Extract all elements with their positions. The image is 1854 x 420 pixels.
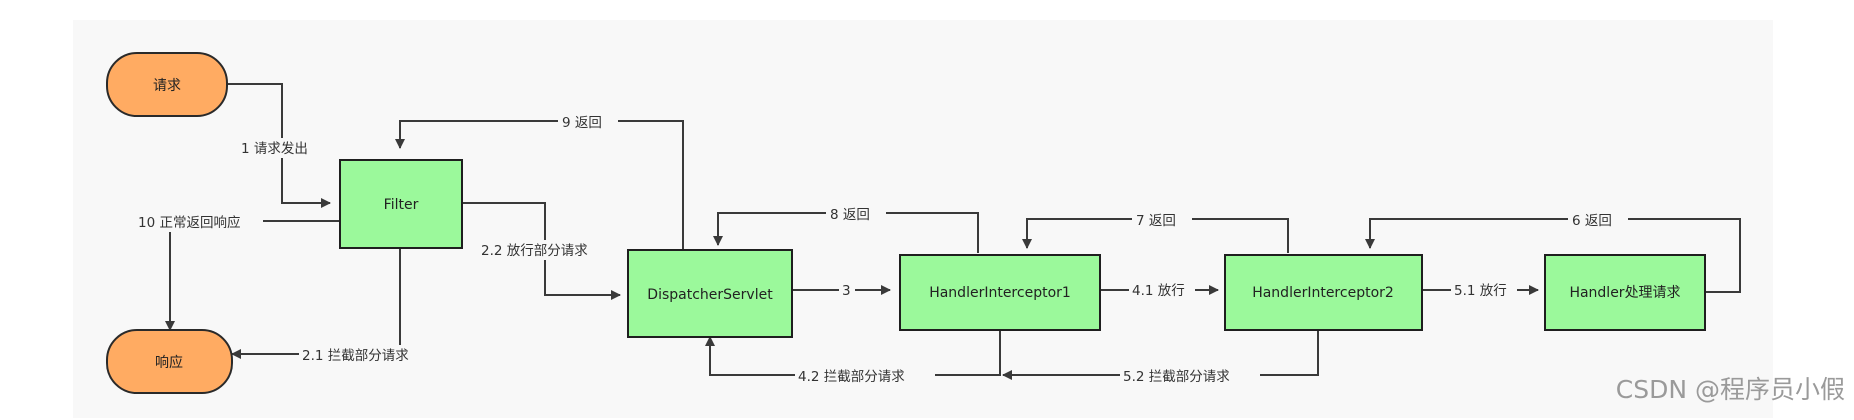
node-dispatcher: DispatcherServlet [627,249,793,338]
node-interceptor1-label: HandlerInterceptor1 [929,285,1071,301]
edge-label-7: 7 返回 [1136,213,1176,229]
edge-label-6: 6 返回 [1572,213,1612,229]
edge-label-4-1: 4.1 放行 [1132,283,1185,299]
node-dispatcher-label: DispatcherServlet [647,287,773,303]
node-interceptor1: HandlerInterceptor1 [899,254,1101,331]
node-filter-label: Filter [384,197,419,213]
node-request-label: 请求 [153,78,181,94]
edge-label-4-2: 4.2 拦截部分请求 [798,369,905,385]
edge-label-10: 10 正常返回响应 [138,214,240,231]
node-filter: Filter [339,159,463,249]
edge-label-5-1: 5.1 放行 [1454,283,1507,299]
node-request: 请求 [106,52,228,117]
node-handler: Handler处理请求 [1544,254,1706,331]
watermark: CSDN @程序员小假 [1616,375,1845,404]
edge-label-1: 1 请求发出 [241,141,308,157]
node-response-label: 响应 [155,354,183,371]
node-handler-label: Handler处理请求 [1569,285,1680,301]
edge-dispatcher-return-filter [395,120,684,250]
edge-label-9: 9 返回 [562,115,602,131]
node-interceptor2: HandlerInterceptor2 [1224,254,1423,331]
edge-label-8: 8 返回 [830,207,870,223]
edge-label-5-2: 5.2 拦截部分请求 [1123,369,1230,385]
edge-handler-return [1365,218,1741,293]
edge-interceptor2-intercept [1002,330,1319,380]
node-interceptor2-label: HandlerInterceptor2 [1252,285,1394,301]
edge-label-2-1: 2.1 拦截部分请求 [302,348,409,364]
node-response: 响应 [106,329,233,394]
edge-label-3: 3 [842,283,851,299]
edge-label-2-2: 2.2 放行部分请求 [481,243,588,259]
